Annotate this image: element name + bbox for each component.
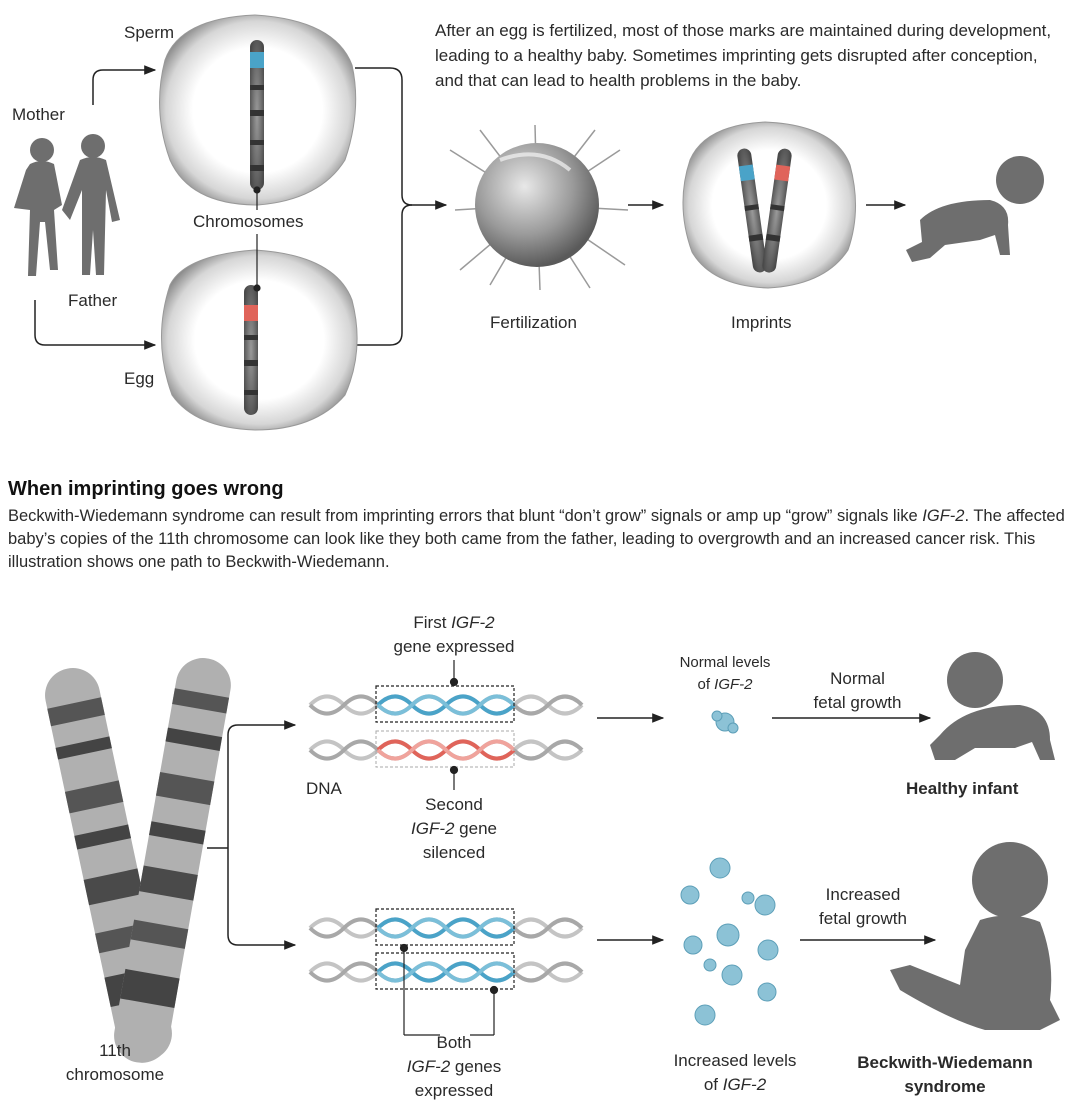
imprint-chromosome-maternal: [762, 148, 792, 273]
increased-growth-label-2: fetal growth: [819, 909, 907, 928]
top-arrows: [34, 65, 907, 350]
bottom-arrows: [207, 713, 937, 950]
egg-chromosome: [244, 285, 258, 415]
first-gene-label: First IGF-2: [413, 613, 495, 632]
sitting-baby: [890, 842, 1060, 1030]
sperm-chromosome: [250, 40, 264, 190]
second-gene-label: Second: [425, 795, 483, 814]
parents-silhouette: [14, 134, 120, 276]
eleventh-chromosome-label-2: chromosome: [65, 1065, 165, 1084]
dna-strand-2: [308, 730, 584, 768]
first-gene-label-2: gene expressed: [393, 637, 515, 656]
crawling-baby-bottom: [930, 652, 1055, 760]
dna-strands: [308, 685, 584, 990]
imprint-chromosome-paternal: [737, 148, 767, 273]
section-title: When imprinting goes wrong: [8, 478, 284, 500]
igf2-proteins-normal: [711, 710, 739, 734]
chromosomes-label: Chromosomes: [193, 212, 304, 231]
both-genes-label: Both: [436, 1033, 472, 1052]
dna-strand-4: [308, 952, 584, 990]
imprints-cell: [682, 121, 856, 289]
dna-strand-1: [308, 685, 584, 723]
increased-levels-label: Increased levels: [673, 1051, 797, 1070]
egg-label: Egg: [124, 369, 155, 388]
normal-levels-label-2: of IGF-2: [697, 676, 753, 693]
sperm-cell: [159, 14, 357, 206]
egg-cell: [160, 249, 358, 431]
father-label: Father: [68, 291, 118, 310]
eleventh-chromosome-label: 11th: [99, 1041, 131, 1060]
igf2-proteins-increased: [680, 857, 779, 1026]
chromosomes-leader: [253, 186, 261, 292]
bws-label: Beckwith-Wiedemann: [857, 1053, 1033, 1072]
normal-growth-label: Normal: [830, 669, 885, 688]
section-body: Beckwith-Wiedemann syndrome can result f…: [8, 507, 1065, 571]
fertilized-egg: [449, 124, 629, 291]
normal-levels-label: Normal levels: [679, 654, 771, 671]
dna-leaders: [399, 660, 499, 1036]
fertilization-label: Fertilization: [490, 313, 577, 332]
eleventh-chromosomes: [45, 658, 231, 1063]
imprints-label: Imprints: [731, 313, 792, 332]
both-genes-label-3: expressed: [414, 1081, 494, 1100]
dna-label: DNA: [306, 779, 342, 798]
dna-strand-3: [308, 908, 584, 946]
healthy-infant-label: Healthy infant: [906, 779, 1019, 798]
second-gene-label-3: silenced: [422, 843, 486, 862]
sperm-label: Sperm: [124, 23, 175, 42]
bws-label-2: syndrome: [904, 1077, 986, 1096]
increased-levels-label-2: of IGF-2: [703, 1075, 767, 1094]
both-genes-label-2: IGF-2 genes: [406, 1057, 502, 1076]
normal-growth-label-2: fetal growth: [813, 693, 902, 712]
crawling-baby-top: [906, 156, 1044, 262]
mother-label: Mother: [12, 105, 65, 124]
second-gene-label-2: IGF-2 gene: [411, 819, 497, 838]
intro-text: After an egg is fertilized, most of thos…: [435, 21, 1052, 90]
increased-growth-label: Increased: [825, 885, 901, 904]
